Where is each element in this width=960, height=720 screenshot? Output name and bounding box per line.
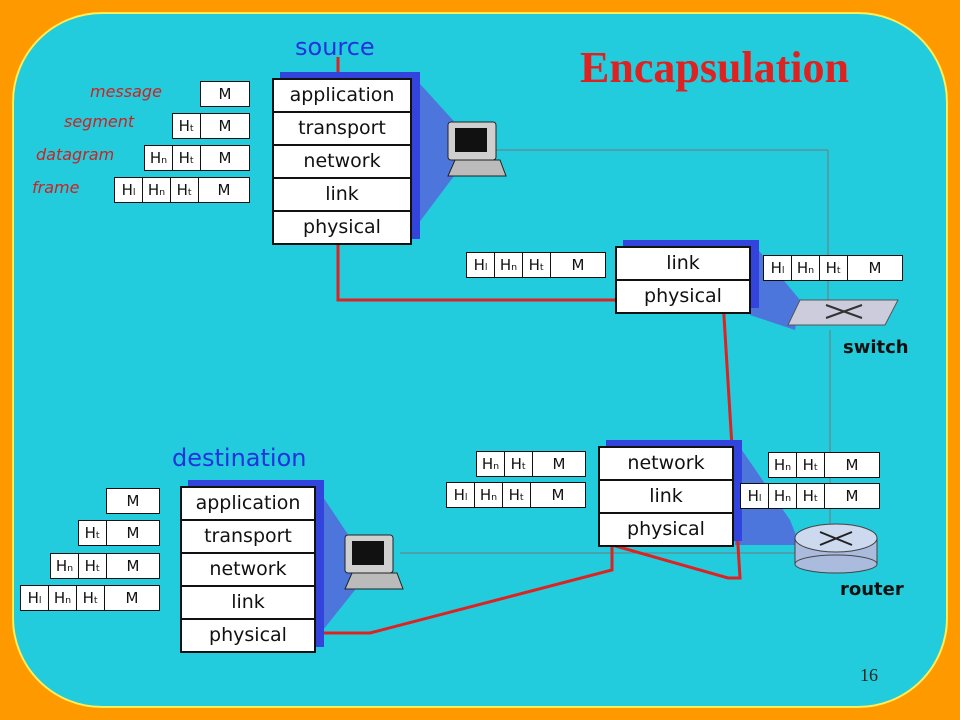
legend-frame: frame <box>32 178 80 197</box>
legend-segment: segment <box>64 112 135 131</box>
transport-header-cell: Hₜ <box>820 256 848 280</box>
link-header-cell: Hₗ <box>115 178 143 202</box>
router-in-datagram: Hₙ Hₜ M <box>476 451 586 477</box>
transport-header-cell: Hₜ <box>797 453 825 477</box>
transport-header-cell: Hₜ <box>505 452 533 476</box>
destination-computer-icon <box>344 534 404 590</box>
page-number: 16 <box>860 665 878 685</box>
payload-cell: M <box>552 455 566 473</box>
network-header-cell: Hₙ <box>769 453 797 477</box>
destination-host-wedge <box>315 485 355 640</box>
layer-link: link <box>274 179 410 212</box>
switch-protocol-stack: link physical <box>615 246 751 314</box>
switch-label: switch <box>843 337 909 358</box>
layer-link: link <box>600 481 732 514</box>
layer-physical: physical <box>600 514 732 545</box>
transport-header-cell: Hₜ <box>79 554 107 578</box>
dest-frame-packet: Hₗ Hₙ Hₜ M <box>20 585 160 611</box>
router-out-datagram: Hₙ Hₜ M <box>768 452 880 478</box>
slide-title: Encapsulation <box>580 43 849 92</box>
network-header-cell: Hₙ <box>495 253 523 277</box>
payload-cell: M <box>551 486 565 504</box>
legend-datagram: datagram <box>36 145 115 164</box>
layer-network: network <box>182 554 314 587</box>
layer-network: network <box>274 146 410 179</box>
legend-message: message <box>90 82 162 101</box>
payload-cell: M <box>845 487 859 505</box>
switch-wedge <box>750 240 800 330</box>
source-host-wedge <box>412 75 460 232</box>
payload-cell: M <box>218 117 232 135</box>
payload-cell: M <box>845 456 859 474</box>
dest-message-packet: M <box>106 488 160 514</box>
network-header-cell: Hₙ <box>143 178 171 202</box>
payload-cell: M <box>126 524 140 542</box>
transport-header-cell: Hₜ <box>79 521 107 545</box>
layer-network: network <box>600 448 732 481</box>
transport-header-cell: Hₜ <box>523 253 551 277</box>
layer-transport: transport <box>182 521 314 554</box>
network-header-cell: Hₙ <box>475 483 503 507</box>
link-header-cell: Hₗ <box>467 253 495 277</box>
link-header-cell: Hₗ <box>741 484 769 508</box>
payload-cell: M <box>218 149 232 167</box>
payload-cell: M <box>217 181 231 199</box>
router-label: router <box>840 579 904 600</box>
segment-packet: Hₜ M <box>172 113 250 139</box>
network-header-cell: Hₙ <box>49 586 77 610</box>
switch-in-frame: Hₗ Hₙ Hₜ M <box>466 252 606 278</box>
transport-header-cell: Hₜ <box>173 146 201 170</box>
layer-physical: physical <box>617 281 749 312</box>
payload-cell: M <box>868 259 882 277</box>
payload-cell: M <box>218 85 232 103</box>
network-header-cell: Hₙ <box>769 484 797 508</box>
layer-physical: physical <box>274 212 410 243</box>
destination-protocol-stack: application transport network link physi… <box>180 486 316 653</box>
layer-physical: physical <box>182 620 314 651</box>
network-header-cell: Hₙ <box>477 452 505 476</box>
switch-out-frame: Hₗ Hₙ Hₜ M <box>763 255 903 281</box>
dest-datagram-packet: Hₙ Hₜ M <box>50 553 160 579</box>
message-packet: M <box>200 81 250 107</box>
router-device <box>794 523 878 574</box>
link-header-cell: Hₗ <box>764 256 792 280</box>
network-header-cell: Hₙ <box>51 554 79 578</box>
network-header-cell: Hₙ <box>145 146 173 170</box>
payload-cell: M <box>125 589 139 607</box>
transport-header-cell: Hₜ <box>173 114 201 138</box>
transport-header-cell: Hₜ <box>171 178 199 202</box>
transport-header-cell: Hₜ <box>797 484 825 508</box>
payload-cell: M <box>126 557 140 575</box>
transport-header-cell: Hₜ <box>77 586 105 610</box>
payload-cell: M <box>126 492 140 510</box>
datagram-packet: Hₙ Hₜ M <box>144 145 250 171</box>
router-out-frame: Hₗ Hₙ Hₜ M <box>740 483 880 509</box>
transport-header-cell: Hₜ <box>503 483 531 507</box>
link-header-cell: Hₗ <box>21 586 49 610</box>
layer-link: link <box>617 248 749 281</box>
router-protocol-stack: network link physical <box>598 446 734 547</box>
layer-application: application <box>182 488 314 521</box>
router-in-frame: Hₗ Hₙ Hₜ M <box>446 482 586 508</box>
layer-link: link <box>182 587 314 620</box>
link-header-cell: Hₗ <box>447 483 475 507</box>
source-label: source <box>295 33 375 61</box>
frame-packet: Hₗ Hₙ Hₜ M <box>114 177 250 203</box>
switch-device <box>787 299 899 326</box>
layer-transport: transport <box>274 113 410 146</box>
source-computer-icon <box>447 121 507 177</box>
layer-application: application <box>274 80 410 113</box>
payload-cell: M <box>571 256 585 274</box>
destination-label: destination <box>172 444 307 472</box>
source-protocol-stack: application transport network link physi… <box>272 78 412 245</box>
network-header-cell: Hₙ <box>792 256 820 280</box>
dest-segment-packet: Hₜ M <box>78 520 160 546</box>
